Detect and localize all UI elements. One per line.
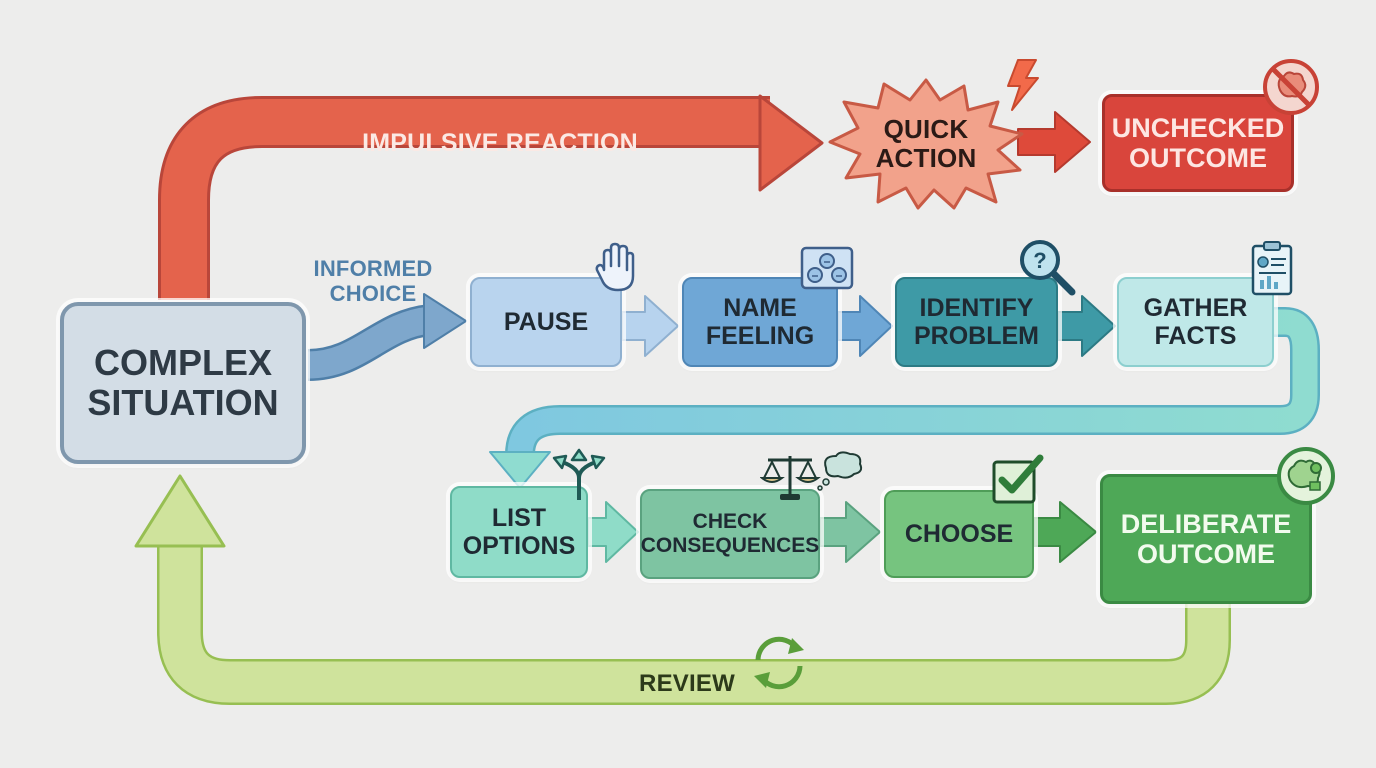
informed-choice-arrow: [307, 293, 467, 381]
deliberate-outcome-label: DELIBERATE OUTCOME: [1120, 508, 1292, 569]
quick-action-burst: QUICK ACTION: [826, 78, 1026, 210]
step-arrow-5: [819, 501, 881, 563]
step-arrow-1: [621, 295, 679, 357]
step-choose-label: CHOOSE: [904, 520, 1014, 548]
step-list-options-label: LIST OPTIONS: [462, 504, 576, 560]
step-gather-facts: GATHER FACTS: [1117, 277, 1274, 367]
step-check-consequences-label: CHECK CONSEQUENCES: [640, 510, 820, 557]
svg-text:?: ?: [1033, 248, 1046, 273]
step-arrow-2: [837, 295, 893, 357]
review-arrow: [134, 474, 1231, 705]
starburst-shape: [828, 78, 1024, 210]
step-check-consequences: CHECK CONSEQUENCES: [640, 489, 820, 579]
cycle-arrows-icon: [744, 628, 814, 698]
loop-arrow: [489, 307, 1320, 489]
quick-to-unchecked-arrow: [1017, 111, 1091, 173]
scales-thought-icon: [760, 448, 866, 504]
step-list-options: LIST OPTIONS: [450, 486, 588, 578]
step-pause-label: PAUSE: [503, 308, 589, 336]
brain-gears-icon: [1276, 446, 1336, 506]
impulsive-reaction-label: IMPULSIVE REACTION: [362, 129, 638, 157]
step-choose: CHOOSE: [884, 490, 1034, 578]
step-arrow-3: [1057, 295, 1116, 357]
complex-situation-label: COMPLEX SITUATION: [87, 341, 279, 423]
informed-choice-label: INFORMED CHOICE: [313, 256, 433, 306]
unchecked-outcome-label: UNCHECKED OUTCOME: [1111, 112, 1285, 173]
clipboard-report-icon: [1250, 240, 1294, 296]
step-identify-problem: IDENTIFY PROBLEM: [895, 277, 1058, 367]
crossed-out-brain-icon: [1262, 58, 1320, 116]
branching-arrows-icon: [548, 448, 610, 502]
raised-hand-icon: [594, 240, 636, 294]
impulsive-reaction-arrow: [158, 94, 824, 300]
step-arrow-6: [1033, 501, 1097, 563]
unchecked-outcome-box: UNCHECKED OUTCOME: [1102, 94, 1294, 192]
step-arrow-4: [587, 501, 639, 563]
step-name-feeling-label: NAME FEELING: [705, 294, 815, 350]
magnifier-question-icon: ?: [1018, 238, 1076, 296]
quick-action-label: QUICK ACTION: [875, 113, 977, 173]
step-identify-problem-label: IDENTIFY PROBLEM: [914, 294, 1039, 350]
deliberate-outcome-box: DELIBERATE OUTCOME: [1100, 474, 1312, 604]
lightning-bolt-icon: [1000, 58, 1042, 112]
step-name-feeling: NAME FEELING: [682, 277, 838, 367]
step-pause: PAUSE: [470, 277, 622, 367]
emotion-faces-icon: [800, 246, 854, 290]
review-label: REVIEW: [639, 669, 735, 697]
complex-situation-box: COMPLEX SITUATION: [60, 302, 306, 464]
checkbox-icon: [990, 454, 1046, 506]
step-gather-facts-label: GATHER FACTS: [1143, 294, 1248, 350]
